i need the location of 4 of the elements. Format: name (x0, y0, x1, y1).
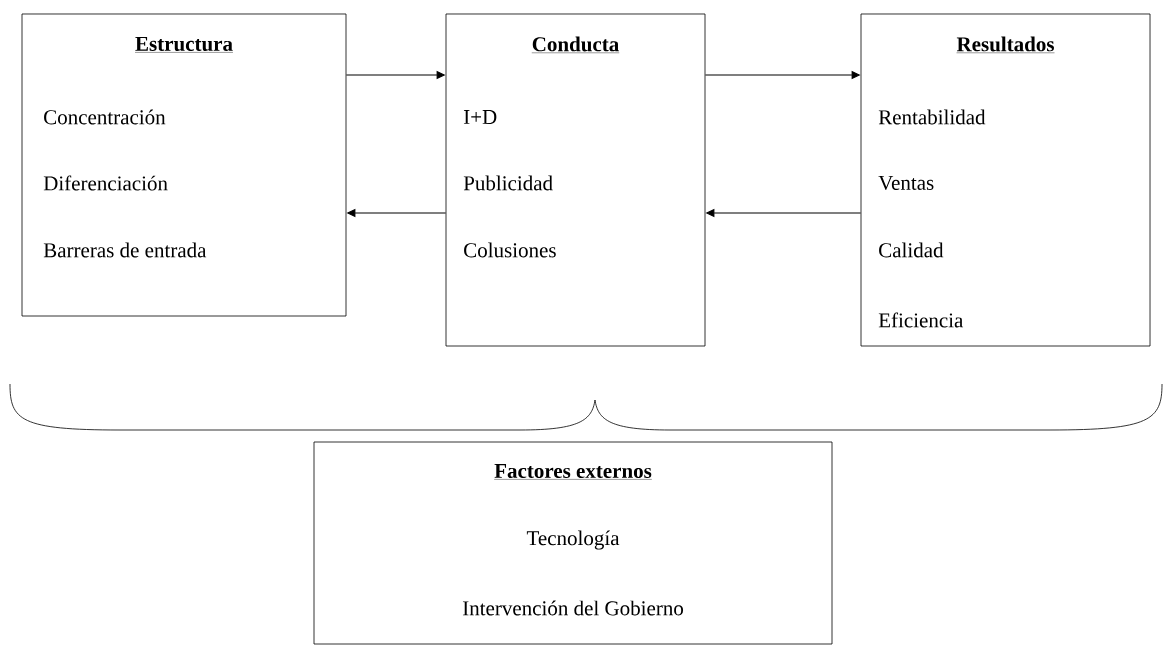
box: Conducta I+D Publicidad Colusiones (445, 13, 706, 347)
box: Factores externos Tecnología Intervención del Gobierno (313, 441, 833, 645)
box: Estructura Concentración Diferenciación Barreras de entrada (21, 13, 347, 317)
box: Resultados Rentabilidad Ventas Calidad Eficiencia (860, 13, 1151, 347)
